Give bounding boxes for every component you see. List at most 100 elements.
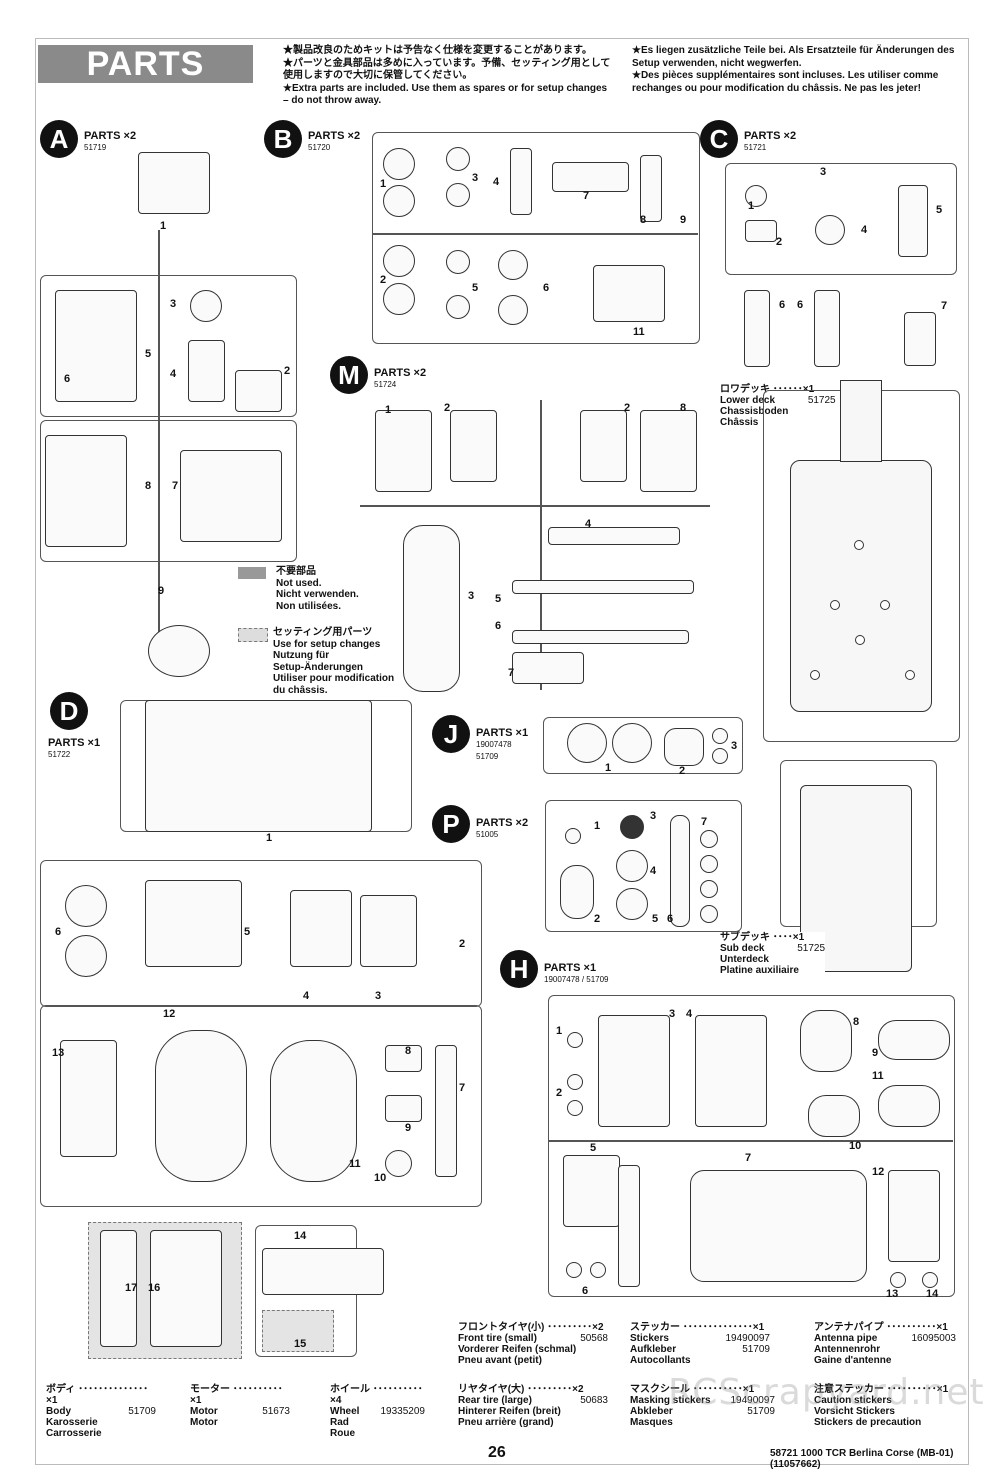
legend-setup: セッティング用パーツ Use for setup changes Nutzung… [273, 627, 395, 696]
sprue-p-badge: P [432, 805, 470, 843]
unused-swatch [238, 567, 266, 579]
item-wheel: ホイール ･･････････×4 Wheel 19335209 Rad Rou… [330, 1384, 425, 1439]
sprue-b-frame [372, 132, 700, 344]
part-b7 [552, 162, 629, 192]
part-h11 [878, 1085, 940, 1127]
part-c1 [745, 185, 767, 207]
sprue-h-label: PARTS ×1 19007478 / 51709 [544, 962, 609, 984]
part-d7 [435, 1045, 457, 1177]
part-m2b [580, 410, 627, 482]
item-body: ボディ ･･････････････×1 Body 51709 Karosser… [46, 1384, 156, 1439]
part-d8 [385, 1045, 422, 1072]
part-d14 [262, 1248, 384, 1295]
part-d11 [270, 1040, 357, 1182]
setup-swatch [238, 628, 268, 642]
sprue-p-label: PARTS ×2 51005 [476, 817, 529, 839]
deck-hole [854, 540, 864, 550]
part-a9 [148, 625, 210, 677]
part-d1 [145, 700, 372, 832]
part-p7b [700, 855, 718, 873]
sprue-p-frame [545, 800, 742, 932]
sprue-j-label: PARTS ×1 19007478 51709 [476, 727, 529, 761]
notes-left: ★製品改良のためキットは予告なく仕様を変更することがあります。 ★パーツと金具部… [283, 45, 611, 106]
part-c2 [745, 220, 777, 242]
item-masking-stickers: マスクシール ･･････････×1 Masking stickers 194… [630, 1384, 775, 1428]
sprue-j-badge: J [432, 715, 470, 753]
part-a3 [190, 290, 222, 322]
sprue-j-frame [543, 717, 743, 774]
page-number: 26 [488, 1444, 506, 1461]
part-m6 [512, 630, 689, 644]
part-h4 [695, 1015, 767, 1127]
part-d13 [60, 1040, 117, 1157]
part-h2b [567, 1100, 583, 1116]
sprue-d-low [40, 1005, 482, 1207]
part-h6b [590, 1262, 606, 1278]
sprue-h-badge: H [500, 950, 538, 988]
sprue-b-label: PARTS ×2 51720 [308, 130, 361, 152]
part-a2 [235, 370, 282, 412]
sprue-c-label: PARTS ×2 51721 [744, 130, 797, 152]
part-c6b [814, 290, 840, 367]
part-b5a [446, 250, 470, 274]
part-h7 [690, 1170, 867, 1282]
part-m5 [512, 580, 694, 594]
part-p7d [700, 905, 718, 923]
part-j1b [612, 723, 652, 763]
part-a4 [188, 340, 225, 402]
part-b2a [383, 245, 415, 277]
part-b3a [446, 147, 470, 171]
item-front-tire: フロントタイヤ(小) ･････････×2 Front tire (small… [458, 1322, 608, 1366]
part-h6a [566, 1262, 582, 1278]
part-a8 [45, 435, 127, 547]
part-b4 [510, 148, 532, 215]
part-h12 [888, 1170, 940, 1262]
part-p3 [620, 815, 644, 839]
deck-hole [855, 635, 865, 645]
sprue-h-frame [548, 995, 955, 1297]
legend-unused: 不要部品 Not used. Nicht verwenden. Non util… [276, 566, 359, 612]
part-d6a [65, 885, 107, 927]
sprue-c-frame [725, 163, 957, 275]
part-c5 [898, 185, 928, 257]
part-j2 [664, 728, 704, 766]
part-d4 [290, 890, 352, 967]
part-b6a [498, 250, 528, 280]
part-d9 [385, 1095, 422, 1122]
part-b8 [640, 155, 662, 222]
sprue-c-badge: C [700, 120, 738, 158]
part-b1a [383, 148, 415, 180]
part-j3b [712, 748, 728, 764]
deck-hole [905, 670, 915, 680]
part-j3a [712, 728, 728, 744]
sprue-a-frame-lower [40, 420, 297, 562]
sprue-b-badge: B [264, 120, 302, 158]
sprue-m-runner [360, 505, 710, 507]
part-d12 [155, 1030, 247, 1182]
part-d6b [65, 935, 107, 977]
item-antenna-pipe: アンテナパイプ ･･････････×1 Antenna pipe 160950… [814, 1322, 956, 1366]
part-p7a [700, 830, 718, 848]
part-b6b [498, 295, 528, 325]
part-h10 [808, 1095, 860, 1137]
sprue-b-runner [372, 233, 698, 235]
part-b11 [593, 265, 665, 322]
part-p6 [670, 815, 690, 927]
part-c7 [904, 312, 936, 366]
part-h6-pipe [618, 1165, 640, 1287]
sprue-a-badge: A [40, 120, 78, 158]
notes-right: ★Es liegen zusätzliche Teile bei. Als Er… [632, 45, 955, 94]
sprue-a-runner [158, 230, 160, 660]
sprue-d-badge: D [50, 692, 88, 730]
deck-hole [830, 600, 840, 610]
sprue-d-mid [40, 860, 482, 1007]
part-b2b [383, 283, 415, 315]
part-a7 [180, 450, 282, 542]
part-h8 [800, 1010, 852, 1072]
part-d16 [150, 1230, 222, 1347]
part-p7c [700, 880, 718, 898]
footer-code: 58721 1000 TCR Berlina Corse (MB-01) (11… [770, 1448, 954, 1470]
part-p4 [616, 850, 648, 882]
sprue-h-runner [548, 1140, 953, 1142]
item-motor: モーター ･･････････×1 Motor 51673 Motor [190, 1384, 290, 1428]
